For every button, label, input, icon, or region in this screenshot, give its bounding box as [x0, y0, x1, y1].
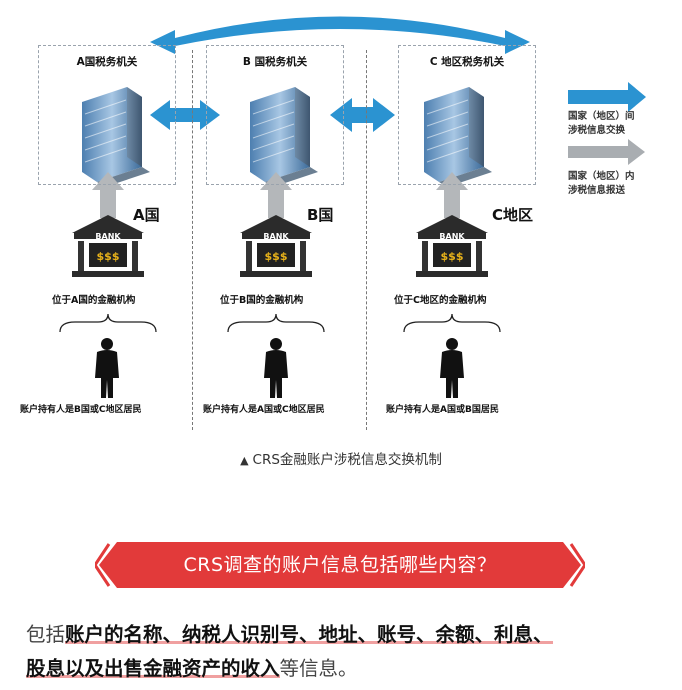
country-c-label: C地区 [492, 206, 534, 224]
report-arrow-a-icon [92, 172, 124, 218]
banner-right-chevron-icon [569, 543, 585, 587]
office-c-box: C 地区税务机关 [398, 45, 536, 185]
person-b-icon [264, 338, 288, 398]
diagram-graphics [59, 16, 646, 398]
legend-exchange-line2: 涉税信息交换 [568, 125, 626, 136]
brace-a [59, 313, 157, 333]
top-curved-arrow [150, 16, 530, 54]
bank-c-caption: 位于C地区的金融机构 [394, 295, 487, 306]
bank-b-icon [240, 215, 312, 277]
holder-c-caption: 账户持有人是A国或B国居民 [386, 405, 499, 415]
crs-exchange-diagram: A国税务机关 B 国税务机关 C 地区税务机关 A国 B国 C地区 BANK B… [0, 16, 682, 468]
report-arrow-c-icon [436, 172, 468, 218]
bank-c-icon [416, 215, 488, 277]
office-a-box: A国税务机关 [38, 45, 176, 185]
caption-triangle-icon: ▲ [240, 454, 249, 467]
legend-exchange-arrow-icon [568, 82, 646, 112]
country-b-label: B国 [307, 206, 334, 224]
answer-suffix: 等信息。 [279, 657, 358, 680]
bank-a-money: $$$ [96, 250, 120, 263]
holder-a-caption: 账户持有人是B国或C地区居民 [20, 405, 142, 415]
person-c-icon [440, 338, 464, 398]
divider-bc [366, 50, 367, 430]
brace-b [227, 313, 325, 333]
report-arrow-b-icon [260, 172, 292, 218]
office-a-title: A国税务机关 [76, 56, 138, 68]
question-text: CRS调查的账户信息包括哪些内容？ [183, 554, 497, 576]
building-a-icon [82, 87, 150, 187]
divider-ab [192, 50, 193, 430]
arrow-a-b [150, 100, 220, 130]
office-b-title: B 国税务机关 [242, 56, 308, 68]
legend-report: 国家（地区）内 涉税信息报送 [568, 170, 635, 198]
building-c-icon [424, 87, 492, 187]
answer-highlight-line1: 账户的名称、纳税人识别号、地址、账号、余额、利息、 [65, 623, 553, 646]
banner-shape [95, 542, 585, 588]
banner-left-chevron-icon [95, 543, 111, 587]
bank-c-money: $$$ [440, 250, 464, 263]
holder-b-caption: 账户持有人是A国或C地区居民 [203, 405, 325, 415]
office-b-box: B 国税务机关 [206, 45, 344, 185]
report-arrows [92, 172, 468, 218]
building-b-icon [250, 87, 318, 187]
legend-report-line2: 涉税信息报送 [568, 185, 626, 196]
bank-b-sign: BANK [263, 232, 289, 241]
country-a-label: A国 [133, 206, 160, 224]
legend-report-arrow-icon [568, 139, 645, 165]
legend-exchange-line1: 国家（地区）间 [568, 111, 635, 122]
office-c-title: C 地区税务机关 [429, 56, 505, 68]
braces [59, 313, 501, 333]
bank-b-money: $$$ [264, 250, 288, 263]
answer-paragraph: 包括账户的名称、纳税人识别号、地址、账号、余额、利息、 股息以及出售金融资产的收… [26, 618, 666, 686]
answer-highlight-line2: 股息以及出售金融资产的收入 [26, 657, 280, 680]
arrow-b-c [330, 98, 395, 132]
brace-c [403, 313, 501, 333]
bank-a-sign: BANK [95, 232, 121, 241]
bank-a-icon [72, 215, 144, 277]
answer-prefix: 包括 [26, 623, 66, 646]
diagram-caption: ▲CRS金融账户涉税信息交换机制 [0, 448, 682, 468]
legend-report-line1: 国家（地区）内 [568, 171, 635, 182]
bank-c-sign: BANK [439, 232, 465, 241]
caption-text: CRS金融账户涉税信息交换机制 [252, 452, 442, 468]
bank-b-caption: 位于B国的金融机构 [220, 295, 304, 306]
question-banner: CRS调查的账户信息包括哪些内容？ [95, 540, 585, 590]
bank-a-caption: 位于A国的金融机构 [52, 295, 136, 306]
person-a-icon [95, 338, 119, 398]
legend-exchange: 国家（地区）间 涉税信息交换 [568, 110, 635, 138]
